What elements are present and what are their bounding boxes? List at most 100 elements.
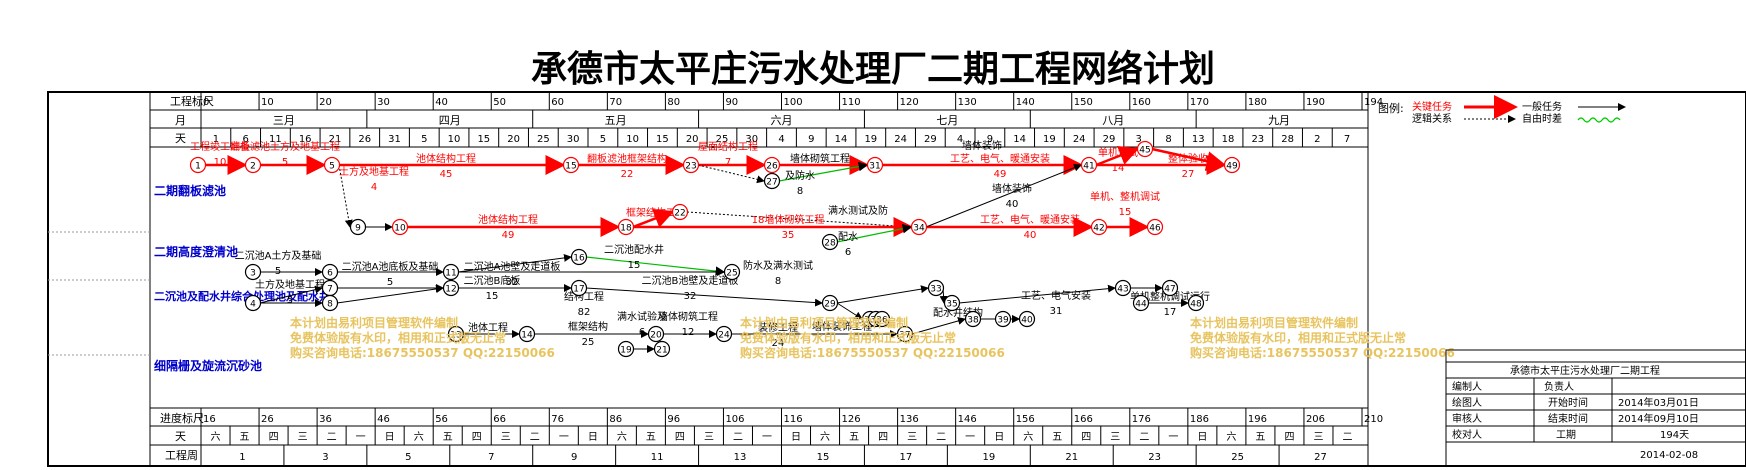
network-node: 39 [994,310,1012,328]
svg-text:16: 16 [573,254,585,264]
month-cell: 五月 [605,114,627,127]
network-node: 19 [617,340,635,358]
legend-normal: 一般任务 [1522,100,1562,113]
network-edge [697,164,765,184]
day-cell: 18 [1222,134,1235,145]
svg-text:20: 20 [650,331,662,341]
network-edge [457,253,572,273]
network-edge [585,287,823,307]
task-duration: 40 [1024,230,1037,241]
task-label: 工艺、电气、暖通安装 [950,152,1050,165]
task-label: 二沉池A土方及基础 [235,249,322,262]
bottom-scale-label: 进度标尺 [160,411,204,425]
info-duration-label: 工期 [1556,429,1576,441]
day-cell: 24 [894,134,907,145]
day-cell: 16 [299,134,312,145]
network-node: 47 [1161,279,1179,297]
bottom-scale-tick: 106 [725,414,744,425]
weekday-cell: 三 [501,432,511,443]
weekday-cell: 三 [1313,432,1323,443]
network-node: 21 [653,340,671,358]
network-node: 13 [447,325,465,343]
network-node: 24 [715,325,733,343]
task-duration: 15 [486,291,499,302]
top-scale-tick: 10 [261,97,274,108]
day-cell: 29 [924,134,937,145]
day-cell: 4 [778,134,784,145]
svg-text:17: 17 [573,285,584,295]
weekday-cell: 三 [907,432,917,443]
month-cell: 九月 [1268,114,1290,127]
network-node: 1 [189,156,207,174]
bottom-scale-tick: 76 [551,414,564,425]
task-duration: 6 [639,327,645,338]
weekday-cell: 一 [762,432,772,443]
day-cell: 13 [1192,134,1205,145]
bottom-scale-tick: 116 [784,414,803,425]
day-cell: 4 [957,134,963,145]
network-node: 8 [321,294,339,312]
network-node: 31 [866,156,884,174]
svg-text:13: 13 [450,331,461,341]
bottom-scale-tick: 156 [1016,414,1035,425]
network-node: 27 [763,172,781,190]
network-edge [336,285,444,304]
weekday-cell: 五 [1255,432,1265,443]
svg-text:21: 21 [656,346,667,356]
task-label: 墙体装饰工程 [812,320,872,333]
day-cell: 2 [1314,134,1320,145]
task-label: 18墙体砌筑工程 [752,213,825,226]
weekday-cell: 六 [820,431,830,443]
network-node: 18 [617,218,635,236]
legend-title: 图例: [1378,101,1404,115]
task-label: 配水 [838,231,858,243]
outer-frame [47,91,1746,467]
day-cell: 25 [537,134,550,145]
weekday-row: 天 六五四三二一日六五四三二一日六五四三二一日六五四三二一日六五四三二一日六五四… [175,426,1352,445]
svg-text:14: 14 [521,331,533,341]
task-label: 工艺、电气、暖通安装 [980,213,1080,226]
day-cell: 30 [745,134,758,145]
task-label: 墙体砌筑工程 [790,152,850,165]
task-duration: 6 [845,247,851,258]
task-duration: 24 [772,338,785,349]
weekday-cell: 二 [327,432,337,443]
task-label: 池体结构工程 [416,152,476,165]
task-label: 满水测试及防 [828,204,888,217]
svg-text:3: 3 [250,269,256,279]
weekday-cell: 五 [1052,432,1062,443]
top-scale-tick: 30 [377,97,390,108]
task-duration: 35 [782,230,795,241]
weekday-cell: 五 [646,432,656,443]
weekday-cell: 四 [1081,432,1091,443]
svg-text:33: 33 [930,285,941,295]
lane-label-2: 二期高度澄清池 [154,244,238,259]
day-cell: 25 [716,134,729,145]
task-duration: 82 [578,307,591,318]
svg-text:购买咨询电话:18675550537 QQ:22150066: 购买咨询电话:18675550537 QQ:22150066 [1190,345,1455,360]
day-cell: 15 [477,134,490,145]
task-duration: 15 [628,260,641,271]
weekday-cell: 一 [356,432,366,443]
task-duration: 5 [387,277,393,288]
week-cell: 7 [488,452,494,463]
network-node: 10 [391,218,409,236]
top-scale-tick: 190 [1306,97,1325,108]
task-duration: 31 [1050,306,1063,317]
task-label: 池体工程 [468,321,508,334]
week-cell: 11 [651,452,664,463]
network-node: 11 [442,263,460,281]
network-edge [925,163,1082,228]
task-duration: 49 [994,169,1007,180]
network-node: 14 [518,325,536,343]
network-node: 33 [927,279,945,297]
weekday-cell: 日 [588,432,598,443]
weekday-cell: 日 [791,432,801,443]
top-scale-tick: 90 [725,97,738,108]
svg-text:25: 25 [726,269,737,279]
top-scale-label: 工程标尺 [170,94,214,108]
week-cell: 27 [1314,452,1327,463]
day-cell: 11 [269,134,282,145]
svg-text:24: 24 [718,331,730,341]
